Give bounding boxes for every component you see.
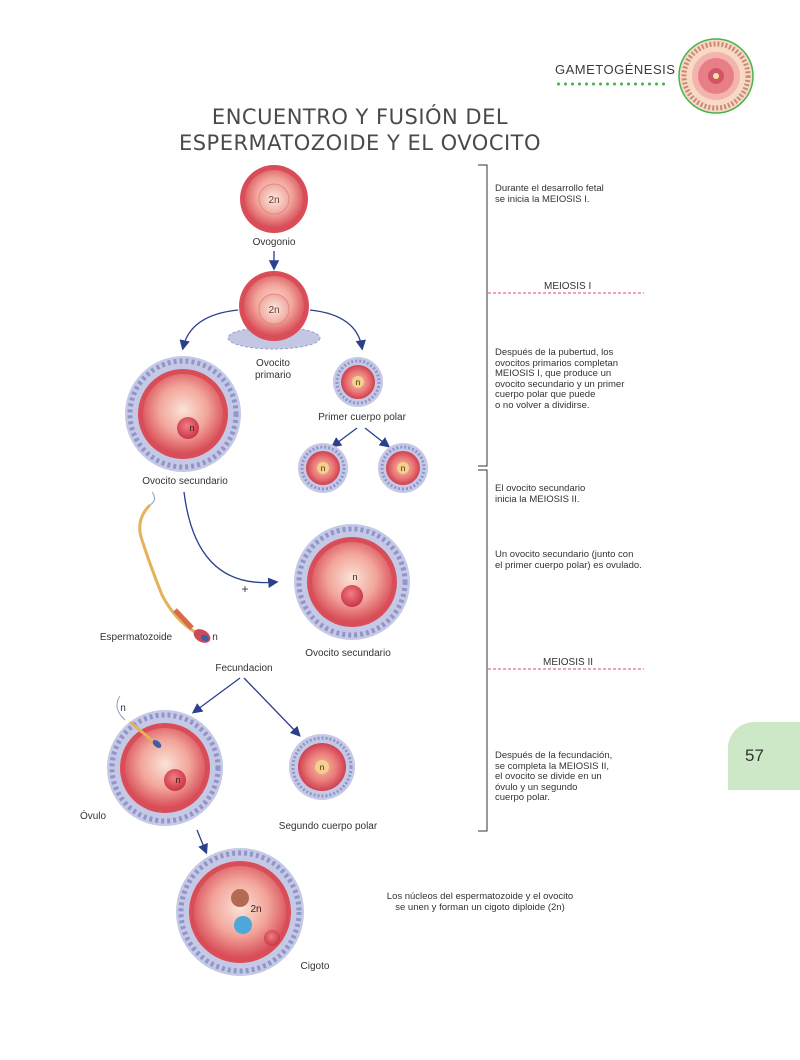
polar-division-right-cell: n: [378, 443, 428, 493]
ovogonio-label: Ovogonio: [253, 237, 296, 248]
note-fecundacion: Después de la fecundación, se completa l…: [495, 750, 613, 804]
arrow-ovulation: [183, 491, 279, 588]
primer-cuerpo-polar-cell: n: [333, 357, 383, 407]
note-line: Un ovocito secundario (junto con: [495, 549, 634, 560]
note-ovulado: Un ovocito secundario (junto con el prim…: [495, 549, 642, 571]
note-inicia-meiosis-2: El ovocito secundario inicia la MEIOSIS …: [495, 483, 586, 505]
ovulo-label: Óvulo: [80, 809, 107, 822]
polar-left-ploidy: n: [321, 464, 325, 473]
primer-polar-label: Primer cuerpo polar: [318, 412, 406, 423]
title-line-1: ENCUENTRO Y FUSIÓN DEL: [211, 105, 509, 129]
bracket-meiosis-1: [478, 164, 488, 467]
segundo-polar-ploidy: n: [320, 763, 324, 772]
sec2-ploidy: n: [352, 572, 357, 582]
ovulo-sperm-ploidy: n: [120, 703, 126, 714]
ovogonio-cell: 2n: [240, 165, 308, 233]
note-line: o no volver a dividirse.: [495, 399, 590, 411]
meiosis-1-label: MEIOSIS I: [544, 281, 592, 292]
primer-polar-ploidy: n: [356, 378, 360, 387]
note-line: Durante el desarrollo fetal: [495, 183, 604, 194]
page-number: 57: [745, 746, 764, 765]
note-line: ovocitos primarios completan: [495, 357, 619, 369]
sec1-ploidy: n: [189, 423, 194, 433]
sec2-label: Ovocito secundario: [305, 648, 391, 659]
note-pubertad: Después de la pubertud, los ovocitos pri…: [495, 347, 625, 411]
espermatozoide-ploidy: n: [212, 632, 218, 643]
primario-ploidy: 2n: [268, 305, 279, 316]
cigoto-label: Cigoto: [301, 961, 330, 972]
page-number-tab: [728, 722, 800, 790]
header-cell-icon: [678, 38, 754, 114]
arrow-to-segundo-polar: [243, 677, 301, 737]
note-line: óvulo y un segundo: [495, 781, 578, 793]
note-line: se completa la MEIOSIS II,: [495, 760, 610, 772]
arrow-to-ovulo: [191, 677, 241, 714]
meiosis-2-label: MEIOSIS II: [543, 657, 594, 668]
espermatozoide-figure: [138, 491, 211, 643]
note-cigoto: Los núcleos del espermatozoide y el ovoc…: [380, 891, 580, 913]
arrow-to-ovocito-secundario: [179, 309, 239, 351]
page-title: ENCUENTRO Y FUSIÓN DEL ESPERMATOZOIDE Y …: [150, 104, 570, 156]
note-line: cuerpo polar que puede: [495, 389, 596, 400]
ovocito-secundario-2-cell: n: [294, 524, 410, 640]
arrow-to-primer-cuerpo-polar: [309, 309, 366, 351]
polar-right-ploidy: n: [401, 464, 405, 473]
segundo-cuerpo-polar-cell: n: [289, 734, 355, 800]
note-line: se unen y forman un cigoto diploide (2n): [395, 901, 565, 913]
note-line: el ovocito se divide en un: [495, 771, 602, 782]
section-label: GAMETOGÉNESIS: [555, 62, 676, 77]
note-line: MEIOSIS I, que produce un: [495, 368, 612, 379]
arrow-polar-right: [364, 427, 391, 448]
segundo-polar-label: Segundo cuerpo polar: [279, 821, 378, 832]
arrow-to-cigoto: [196, 829, 208, 855]
primario-label-2: primario: [255, 370, 292, 381]
note-line: El ovocito secundario: [495, 483, 586, 494]
ovogonio-ploidy: 2n: [268, 195, 279, 206]
espermatozoide-label: Espermatozoide: [100, 632, 173, 643]
title-line-2: ESPERMATOZOIDE Y EL OVOCITO: [178, 131, 542, 155]
note-line: Los núcleos del espermatozoide y el ovoc…: [386, 891, 574, 902]
cigoto-ploidy: 2n: [250, 904, 261, 915]
note-line: inicia la MEIOSIS II.: [495, 493, 580, 505]
polar-division-left-cell: n: [298, 443, 348, 493]
note-fetal: Durante el desarrollo fetal se inicia la…: [495, 183, 604, 205]
cigoto-cell: 2n: [176, 848, 304, 976]
note-line: Después de la fecundación,: [495, 750, 613, 761]
bracket-meiosis-2: [478, 469, 488, 832]
note-line: cuerpo polar.: [495, 792, 550, 803]
fecundacion-label: Fecundacion: [215, 663, 272, 674]
arrow-polar-left: [330, 427, 358, 448]
note-line: Después de la pubertud, los: [495, 347, 614, 358]
dotted-divider: [555, 82, 665, 86]
ovulo-cell: n: [107, 695, 223, 826]
note-line: el primer cuerpo polar) es ovulado.: [495, 559, 642, 571]
sec1-label: Ovocito secundario: [142, 476, 228, 487]
plus-sign: +: [241, 582, 248, 596]
ovocito-secundario-1-cell: n: [125, 356, 241, 472]
primario-label-1: Ovocito: [256, 358, 290, 369]
ovocito-primario-cell: 2n: [227, 271, 321, 350]
ovulo-ploidy: n: [175, 775, 180, 785]
note-line: ovocito secundario y un primer: [495, 378, 625, 390]
note-line: se inicia la MEIOSIS I.: [495, 193, 590, 205]
